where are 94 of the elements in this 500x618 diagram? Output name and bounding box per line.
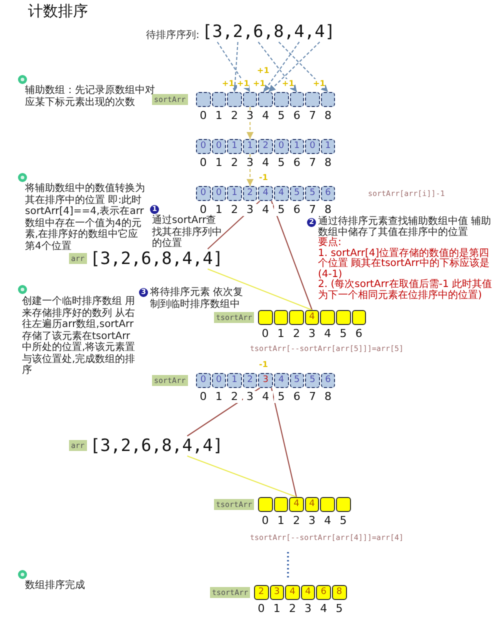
- count-array-cell: [212, 92, 226, 107]
- count-array-cell: 1: [290, 139, 304, 154]
- sorted-array-cell: 4: [285, 585, 300, 600]
- count-array-cell: 0: [212, 373, 226, 388]
- step-note: 将辅助数组中的数值转换为其在排序中的位置 即:此时sortArr[4]==4,表示在arr数组中存在一个值为4的元素,在排序好的数组中它应第4个位置: [25, 183, 145, 252]
- count-array-cell: 0: [196, 373, 210, 388]
- sorted-array-cell: [274, 497, 288, 512]
- step-note: 通过待排序元素查找辅助数组中值 辅助数组中储存了其值在排序中的位置: [318, 217, 492, 238]
- count-array-cell: 3: [258, 373, 273, 388]
- count-array-cell: 0: [212, 139, 226, 154]
- sorted-array-cell: 3: [270, 585, 284, 600]
- count-array-cell: [196, 92, 210, 107]
- arrow: [278, 42, 328, 92]
- count-array-cell: [274, 92, 288, 107]
- arrow: [246, 107, 254, 139]
- key-point-text: 2. (每次sortArr在取值后需-1 此时其值为下一个相同元素在位排序中的位置): [318, 280, 494, 301]
- count-array-cell: 1: [320, 139, 336, 154]
- array-literal: [3,2,6,8,4,4]: [90, 249, 224, 269]
- connector-line: [208, 268, 312, 311]
- count-array-cell: 5: [305, 373, 320, 388]
- sorted-array-cell: [320, 497, 335, 512]
- count-array-cell: 5: [290, 373, 304, 388]
- count-array-cell: [258, 92, 273, 107]
- count-array-cell: 1: [227, 373, 242, 388]
- edge-label: +1: [237, 79, 250, 88]
- step-note: 数组排序完成: [25, 580, 86, 592]
- count-array-cell: 2: [242, 373, 258, 388]
- count-array-cell: 0: [196, 139, 210, 154]
- connector-line: [186, 388, 260, 436]
- sorted-array-cell: [258, 310, 272, 325]
- count-array-cell: [242, 92, 258, 107]
- count-array-cell: 5: [290, 186, 304, 201]
- sorted-array-cell: [336, 497, 350, 512]
- arrow: [216, 42, 250, 92]
- decrement-mark: -1: [259, 360, 268, 369]
- key-points-heading: 要点:: [318, 238, 342, 248]
- count-array-cell: [320, 92, 336, 107]
- sorted-array-cell: 4: [304, 310, 320, 325]
- decrement-mark: -1: [259, 173, 268, 182]
- sorted-array-cell: 2: [254, 585, 268, 600]
- count-array-cell: 1: [242, 139, 258, 154]
- arrow: [258, 42, 298, 92]
- sorted-array-cell: 4: [300, 585, 316, 600]
- count-array-cell: 0: [212, 186, 226, 201]
- edge-label: +1: [222, 79, 234, 88]
- connector-line: [270, 388, 297, 498]
- edge-label: +1: [313, 79, 326, 88]
- sorted-array-cell: [320, 310, 335, 325]
- array-literal: [3,2,6,8,4,4]: [202, 22, 336, 42]
- sorted-array-cell: 8: [332, 585, 346, 600]
- connector-line: [187, 455, 297, 498]
- count-array-cell: 4: [274, 186, 288, 201]
- count-array-cell: 4: [274, 373, 288, 388]
- connector-line: [207, 200, 260, 250]
- sorted-array-cell: [336, 310, 350, 325]
- arrow: [263, 42, 300, 92]
- sorted-array-cell: [352, 310, 366, 325]
- count-array-cell: 6: [320, 373, 336, 388]
- key-point-text: 1. sortArr[4]位置存储的数值的是第四个位置 顾其在tsortArr中的下标应该是(4-1): [318, 248, 490, 280]
- index-number: 3: [242, 204, 258, 216]
- arrow: [246, 154, 254, 186]
- step-note: 通过sortArr查找其在排序列中的位置: [152, 215, 223, 250]
- diagram-title: 计数排序: [28, 2, 88, 21]
- arrow: [231, 42, 238, 92]
- sorted-array-cell: [289, 310, 304, 325]
- count-array-cell: [227, 92, 242, 107]
- count-array-cell: 0: [196, 186, 210, 201]
- edge-label: +1: [257, 66, 270, 75]
- array-literal: [3,2,6,8,4,4]: [90, 436, 224, 456]
- count-array-cell: 1: [227, 186, 242, 201]
- step-note: 将待排序元素 依次复制到临时排序数组中: [150, 287, 244, 310]
- count-array-cell: 2: [258, 139, 273, 154]
- sorted-array-cell: 4: [304, 497, 320, 512]
- index-number: 8: [320, 204, 336, 216]
- count-array-cell: 5: [305, 186, 320, 201]
- count-array-cell: 0: [274, 139, 288, 154]
- connector-line: [270, 200, 313, 310]
- step-note: 创建一个临时排序数组 用来存储排序好的数列 从右往左遍历arr数组,sortArr存储了该元素在tsortArr中所处的位置,将该元素置与该位置处,完成数组的排序: [22, 296, 136, 376]
- array-caption: 待排序序列:: [146, 28, 200, 42]
- count-array-cell: 2: [242, 186, 258, 201]
- sorted-array-cell: [258, 497, 272, 512]
- count-array-cell: [305, 92, 320, 107]
- edge-label: +1: [253, 79, 266, 88]
- index-number: 3: [242, 391, 258, 403]
- count-array-cell: 1: [227, 139, 242, 154]
- sorted-array-cell: 4: [289, 497, 304, 512]
- count-array-cell: 4: [258, 186, 273, 201]
- count-array-cell: 6: [320, 186, 336, 201]
- sorted-array-cell: 6: [316, 585, 331, 600]
- edge-label: +1: [282, 79, 294, 88]
- count-array-cell: [290, 92, 304, 107]
- count-array-cell: 0: [305, 139, 320, 154]
- arrow: [268, 42, 320, 92]
- sorted-array-cell: [274, 310, 288, 325]
